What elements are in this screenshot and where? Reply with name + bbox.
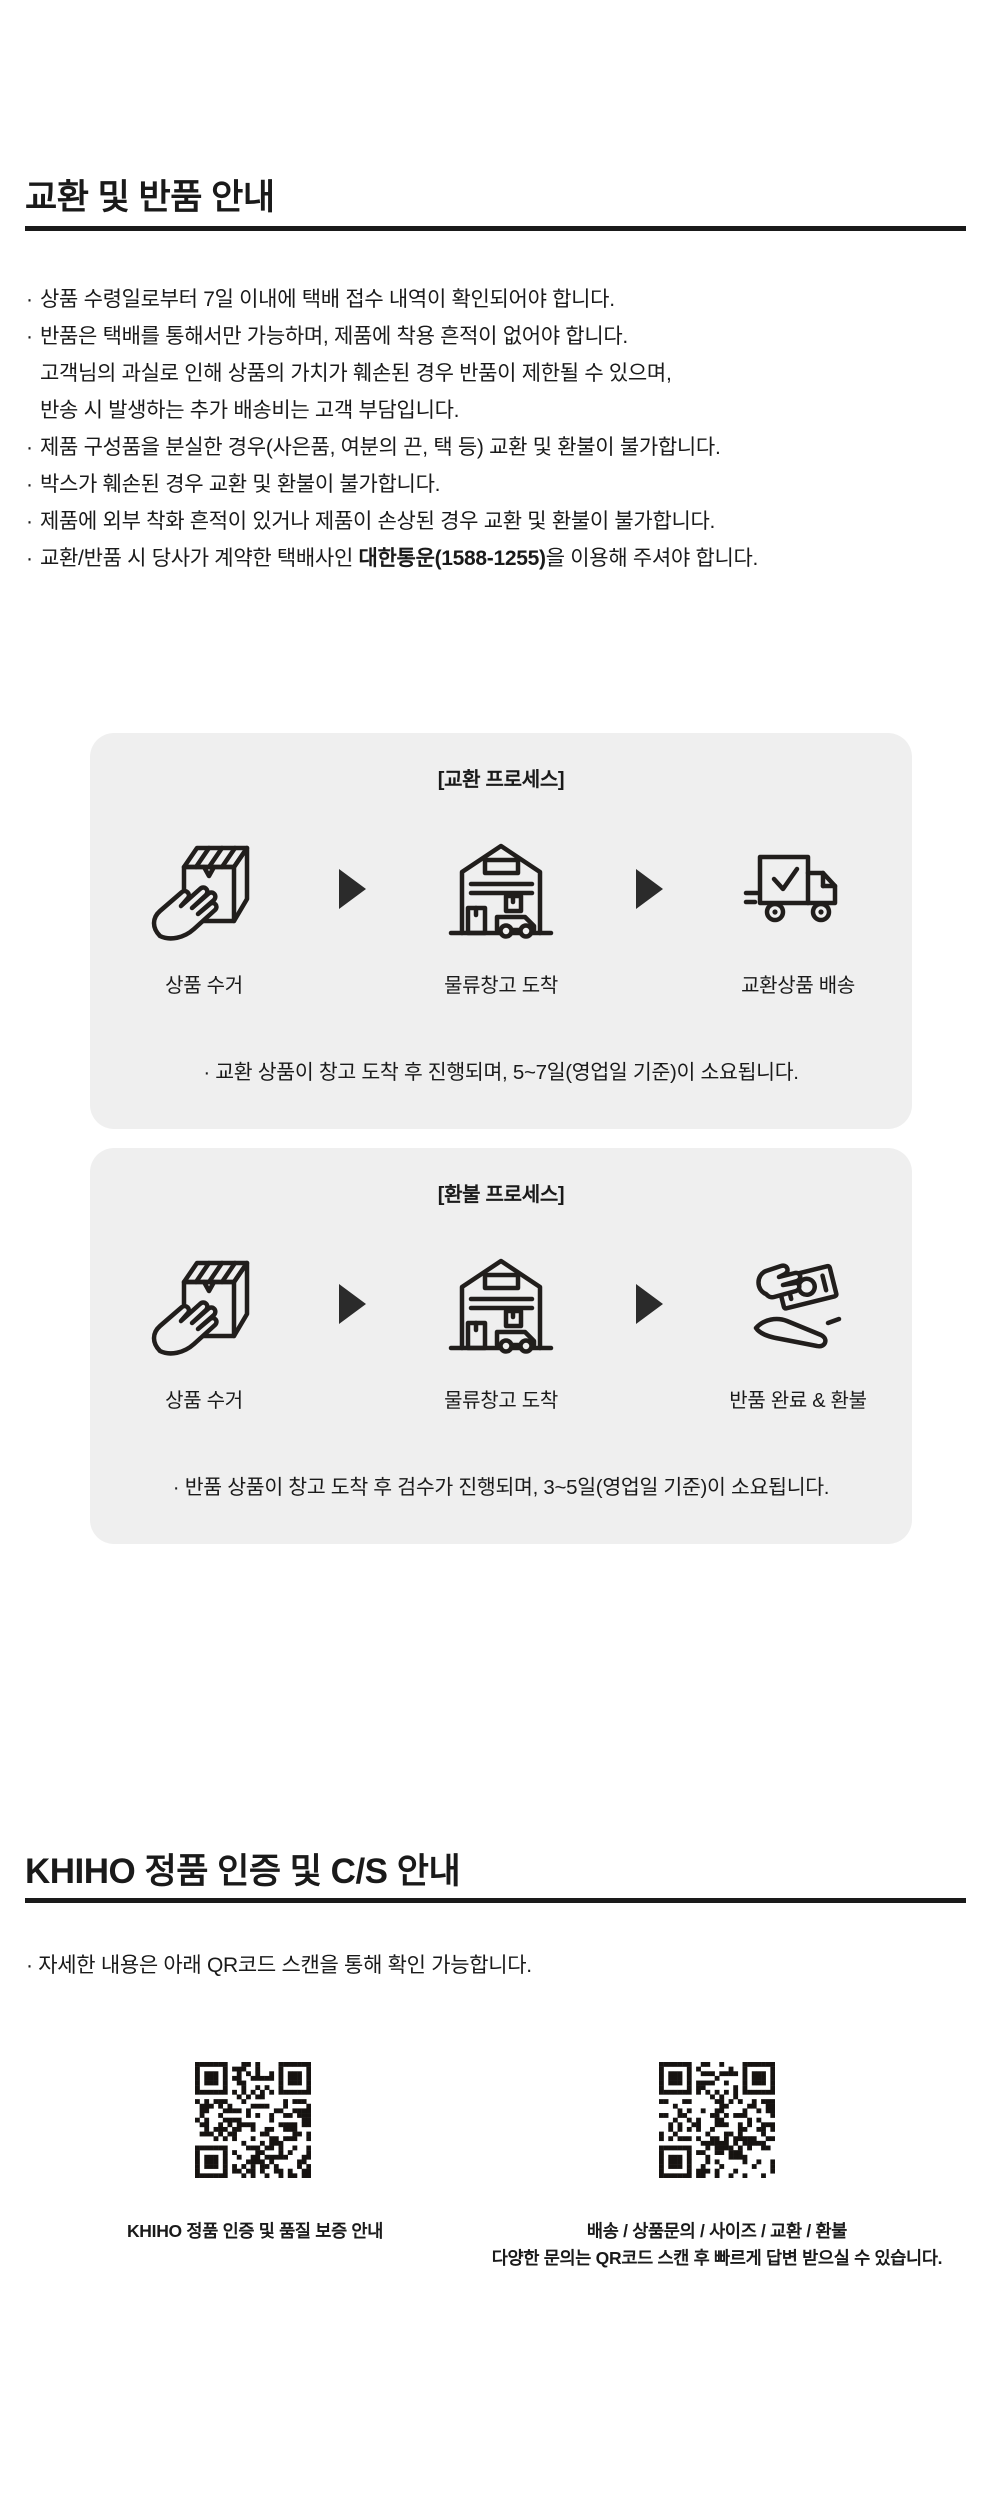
exchange-return-title: 교환 및 반품 안내 (25, 178, 275, 218)
step-product-pickup: 상품 수거 (99, 1248, 309, 1413)
rule-text: 반품은 택배를 통해서만 가능하며, 제품에 착용 흔적이 없어야 합니다. (40, 325, 628, 348)
rule-text: 상품 수령일로부터 7일 이내에 택배 접수 내역이 확인되어야 합니다. (40, 288, 615, 311)
rule-item: · 제품에 외부 착화 흔적이 있거나 제품이 손상된 경우 교환 및 환불이 … (26, 503, 758, 540)
rule-item: 반송 시 발생하는 추가 배송비는 고객 부담입니다. (26, 392, 758, 429)
bullet-marker (26, 392, 40, 429)
bullet-marker: · (26, 547, 33, 570)
rule-text-prefix: 교환/반품 시 당사가 계약한 택배사인 (40, 547, 359, 570)
process-title: [교환 프로세스] (437, 769, 565, 791)
rule-item: · 교환/반품 시 당사가 계약한 택배사인 대한통운(1588-1255)을 … (26, 540, 758, 577)
step-warehouse-arrival: 물류창고 도착 (396, 1248, 606, 1413)
process-steps: 상품 수거 (90, 833, 912, 998)
bullet-marker: · (26, 436, 33, 459)
courier-name-bold: 대한통운(1588-1255) (358, 547, 547, 570)
rule-text: 박스가 훼손된 경우 교환 및 환불이 불가합니다. (40, 473, 441, 496)
process-note: · 교환 상품이 창고 도착 후 진행되며, 5~7일(영업일 기준)이 소요됩… (203, 1061, 799, 1084)
rule-item: 고객님의 과실로 인해 상품의 가치가 훼손된 경우 반품이 제한될 수 있으며… (26, 355, 758, 392)
package-pickup-icon (148, 833, 260, 945)
qr-caption-cs-line2: 다양한 문의는 QR코드 스캔 후 빠르게 답변 받으실 수 있습니다. (491, 2248, 943, 2268)
bullet-marker: · (26, 510, 33, 533)
qr-code-icon (659, 2062, 775, 2178)
rule-item: · 반품은 택배를 통해서만 가능하며, 제품에 착용 흔적이 없어야 합니다. (26, 318, 758, 355)
qr-caption-certification: KHIHO 정품 인증 및 품질 보증 안내 (126, 2221, 384, 2241)
rule-text: 제품 구성품을 분실한 경우(사은품, 여분의 끈, 택 등) 교환 및 환불이… (40, 436, 721, 459)
qr-caption-cs: 배송 / 상품문의 / 사이즈 / 교환 / 환불 다양한 문의는 QR코드 스… (437, 2218, 997, 2272)
arrow-right-icon (339, 869, 366, 909)
rule-item: · 제품 구성품을 분실한 경우(사은품, 여분의 끈, 택 등) 교환 및 환… (26, 429, 758, 466)
exchange-process-box: [교환 프로세스] 상품 수거 (90, 733, 912, 1129)
step-warehouse-arrival: 물류창고 도착 (396, 833, 606, 998)
rule-text-suffix: 을 이용해 주셔야 합니다. (545, 547, 759, 570)
bullet-marker (26, 355, 40, 392)
process-title: [환불 프로세스] (437, 1184, 565, 1206)
process-steps: 상품 수거 (90, 1248, 912, 1413)
warehouse-icon (445, 1248, 557, 1360)
refund-hand-icon (742, 1248, 854, 1360)
step-label: 교환상품 배송 (741, 975, 855, 997)
rule-item: · 박스가 훼손된 경우 교환 및 환불이 불가합니다. (26, 466, 758, 503)
divider (25, 1898, 966, 1903)
arrow-right-icon (636, 1284, 663, 1324)
bullet-marker: · (26, 288, 33, 311)
step-label: 반품 완료 & 환불 (729, 1390, 867, 1412)
rule-text: 반송 시 발생하는 추가 배송비는 고객 부담입니다. (40, 399, 460, 422)
cs-section-title: KHIHO 정품 인증 및 C/S 안내 (25, 1852, 461, 1892)
cs-subtitle: · 자세한 내용은 아래 QR코드 스캔을 통해 확인 가능합니다. (26, 1954, 532, 1977)
step-refund-complete: 반품 완료 & 환불 (693, 1248, 903, 1413)
arrow-right-icon (636, 869, 663, 909)
process-note: · 반품 상품이 창고 도착 후 검수가 진행되며, 3~5일(영업일 기준)이… (172, 1476, 830, 1499)
step-label: 상품 수거 (165, 1390, 243, 1412)
divider (25, 226, 966, 231)
return-rules-list: · 상품 수령일로부터 7일 이내에 택배 접수 내역이 확인되어야 합니다. … (26, 281, 758, 577)
delivery-truck-icon (742, 833, 854, 945)
arrow-right-icon (339, 1284, 366, 1324)
step-label: 물류창고 도착 (444, 1390, 558, 1412)
package-pickup-icon (148, 1248, 260, 1360)
rule-item: · 상품 수령일로부터 7일 이내에 택배 접수 내역이 확인되어야 합니다. (26, 281, 758, 318)
rule-text: 제품에 외부 착화 흔적이 있거나 제품이 손상된 경우 교환 및 환불이 불가… (40, 510, 716, 533)
qr-code-icon (195, 2062, 311, 2178)
rule-text: 고객님의 과실로 인해 상품의 가치가 훼손된 경우 반품이 제한될 수 있으며… (40, 362, 672, 385)
warehouse-icon (445, 833, 557, 945)
rule-text: 교환/반품 시 당사가 계약한 택배사인 대한통운(1588-1255)을 이용… (40, 540, 758, 577)
step-label: 물류창고 도착 (444, 975, 558, 997)
step-product-pickup: 상품 수거 (99, 833, 309, 998)
bullet-marker: · (26, 473, 33, 496)
bullet-marker: · (26, 325, 33, 348)
step-label: 상품 수거 (165, 975, 243, 997)
refund-process-box: [환불 프로세스] 상품 수거 (90, 1148, 912, 1544)
qr-caption-cs-line1: 배송 / 상품문의 / 사이즈 / 교환 / 환불 (586, 2221, 848, 2241)
step-exchange-delivery: 교환상품 배송 (693, 833, 903, 998)
